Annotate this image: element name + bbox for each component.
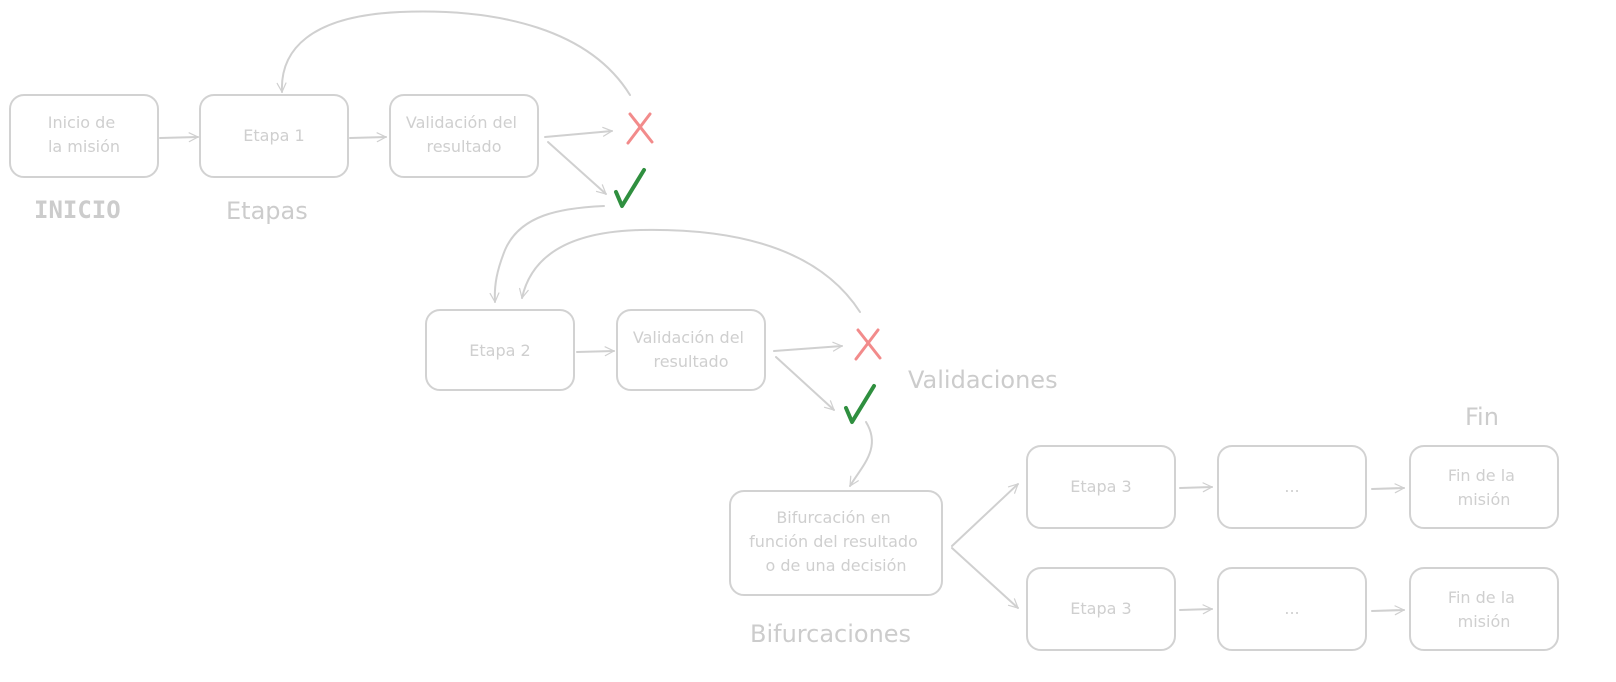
svg-text:Validación del resultado: Validación del resultado bbox=[406, 113, 522, 156]
edge-validacion2-success bbox=[775, 356, 835, 411]
edge-bifurcacion-etapa3a bbox=[951, 483, 1019, 547]
node-validacion2: Validación del resultado bbox=[616, 309, 766, 391]
edge-dotsA-finA bbox=[1371, 483, 1405, 494]
svg-text:Validación del resultado: Validación del resultado bbox=[633, 328, 749, 371]
svg-text:Fin de la misión: Fin de la misión bbox=[1448, 466, 1520, 509]
edge-etapa3b-dotsB bbox=[1179, 604, 1213, 615]
svg-text:Etapa 2: Etapa 2 bbox=[469, 341, 530, 360]
edge-bifurcacion-etapa3b bbox=[951, 547, 1019, 609]
edge-success2-bifurcacion bbox=[849, 421, 873, 487]
node-etapa3b: Etapa 3 bbox=[1026, 567, 1176, 651]
edge-validacion1-success bbox=[547, 141, 607, 195]
node-bifurcacion: Bifurcación en función del resultado o d… bbox=[729, 490, 943, 596]
svg-text:Inicio de la misión: Inicio de la misión bbox=[48, 113, 121, 156]
edge-validacion2-fail bbox=[773, 341, 843, 352]
label-inicio: INICIO bbox=[34, 196, 121, 224]
svg-text:Etapa 3: Etapa 3 bbox=[1070, 477, 1131, 496]
node-dotsA: ... bbox=[1217, 445, 1367, 529]
node-inicio: Inicio de la misión bbox=[9, 94, 159, 178]
node-dotsB: ... bbox=[1217, 567, 1367, 651]
label-etapas: Etapas bbox=[226, 197, 308, 225]
edge-fail2-loop-etapa2 bbox=[519, 228, 861, 313]
edge-inicio-etapa1 bbox=[159, 132, 199, 143]
cross-icon bbox=[626, 112, 654, 145]
check-icon bbox=[844, 384, 876, 424]
edge-etapa2-validacion2 bbox=[576, 346, 615, 357]
edge-dotsB-finB bbox=[1371, 605, 1405, 616]
node-etapa1: Etapa 1 bbox=[199, 94, 349, 178]
node-finB: Fin de la misión bbox=[1409, 567, 1559, 651]
cross-icon bbox=[854, 328, 882, 361]
label-bifurcaciones: Bifurcaciones bbox=[750, 620, 911, 648]
node-validacion1: Validación del resultado bbox=[389, 94, 539, 178]
edge-fail1-loop-etapa1 bbox=[276, 10, 631, 96]
svg-text:Etapa 1: Etapa 1 bbox=[243, 126, 304, 145]
node-etapa3a: Etapa 3 bbox=[1026, 445, 1176, 529]
node-etapa2: Etapa 2 bbox=[425, 309, 575, 391]
svg-text:...: ... bbox=[1284, 599, 1299, 618]
check-icon bbox=[614, 168, 646, 208]
svg-text:Bifurcación en función d: Bifurcación en función del resultado o d… bbox=[749, 508, 923, 575]
node-finA: Fin de la misión bbox=[1409, 445, 1559, 529]
edge-etapa1-validacion1 bbox=[349, 132, 387, 143]
svg-text:Etapa 3: Etapa 3 bbox=[1070, 599, 1131, 618]
label-validaciones: Validaciones bbox=[908, 366, 1058, 394]
edge-success1-etapa2 bbox=[489, 205, 605, 303]
edge-etapa3a-dotsA bbox=[1179, 482, 1213, 493]
label-fin: Fin bbox=[1465, 403, 1499, 431]
svg-text:...: ... bbox=[1284, 477, 1299, 496]
svg-text:Fin de la misión: Fin de la misión bbox=[1448, 588, 1520, 631]
edge-validacion1-fail bbox=[544, 126, 613, 138]
